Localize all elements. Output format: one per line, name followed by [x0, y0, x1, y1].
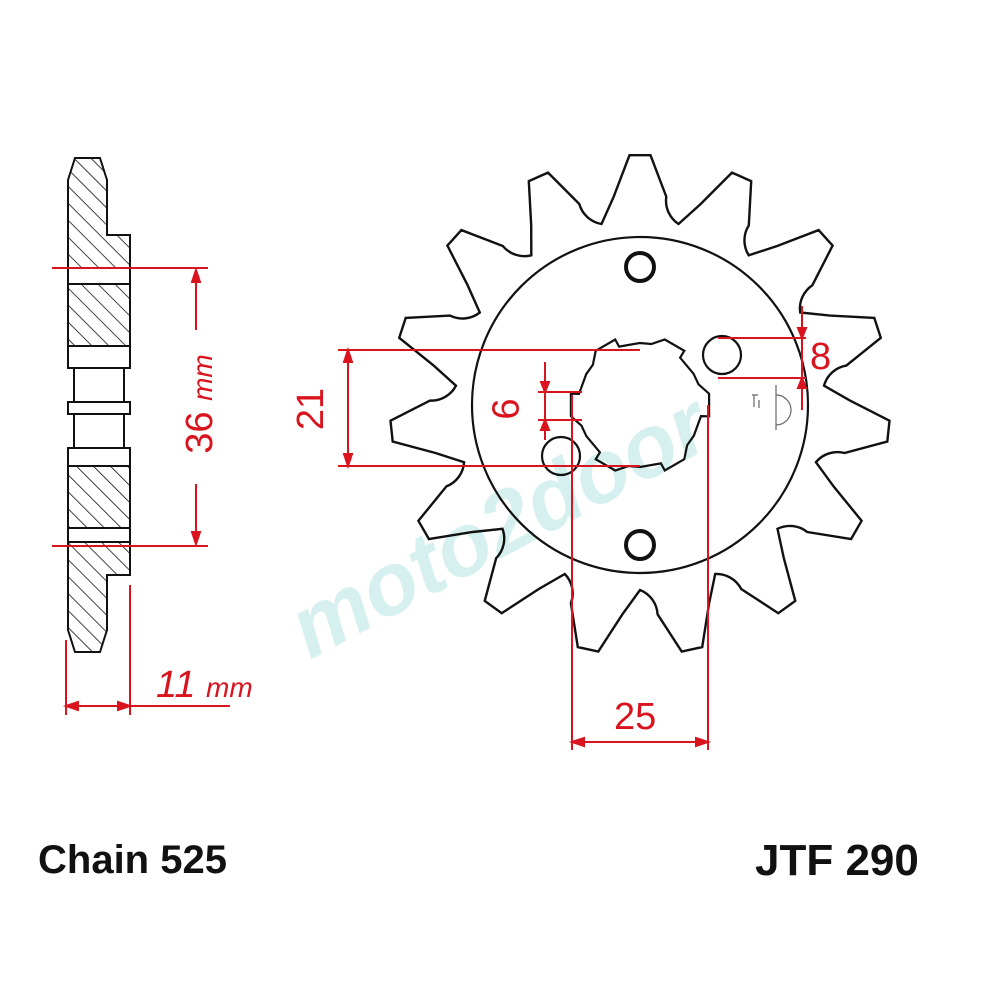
dimension-lines: [52, 266, 808, 750]
profile-gap-2: [73, 367, 125, 403]
dim-11-unit: mm: [206, 672, 253, 703]
side-profile: [67, 157, 131, 653]
dim-36-unit: mm: [187, 354, 218, 401]
dim-11-value: 11: [156, 664, 196, 706]
profile-bottom-tooth: [67, 541, 131, 653]
profile-gap-3: [67, 401, 131, 415]
profile-gap-4: [73, 413, 125, 449]
profile-gap-1: [67, 345, 131, 369]
sprocket-teeth-outline: [389, 154, 891, 653]
spline-hole: [569, 337, 711, 473]
part-number: JTF 290: [755, 836, 919, 885]
dim-6: 6: [485, 398, 528, 420]
dim-11mm: 11 mm: [156, 666, 253, 704]
profile-upper-band: [67, 283, 131, 347]
dim-21: 21: [290, 387, 333, 431]
profile-top-tooth: [67, 157, 131, 269]
dim-36mm: 36 mm: [179, 344, 221, 464]
profile-gap-5: [67, 447, 131, 467]
profile-lower-band: [67, 465, 131, 529]
dim-36-value: 36: [179, 411, 221, 454]
hole-left: [540, 435, 582, 477]
profile-gap-6: [67, 267, 131, 285]
hub-circle: [470, 235, 810, 575]
dim-25: 25: [614, 696, 657, 738]
profile-gap-7: [67, 527, 131, 543]
bolt-hole-top: [624, 251, 656, 283]
hole-right: [701, 334, 743, 376]
dim-8: 8: [810, 336, 832, 378]
bolt-hole-bottom: [624, 529, 656, 561]
chain-label: Chain 525: [38, 838, 227, 882]
rotation-symbol-icon: [752, 385, 792, 430]
